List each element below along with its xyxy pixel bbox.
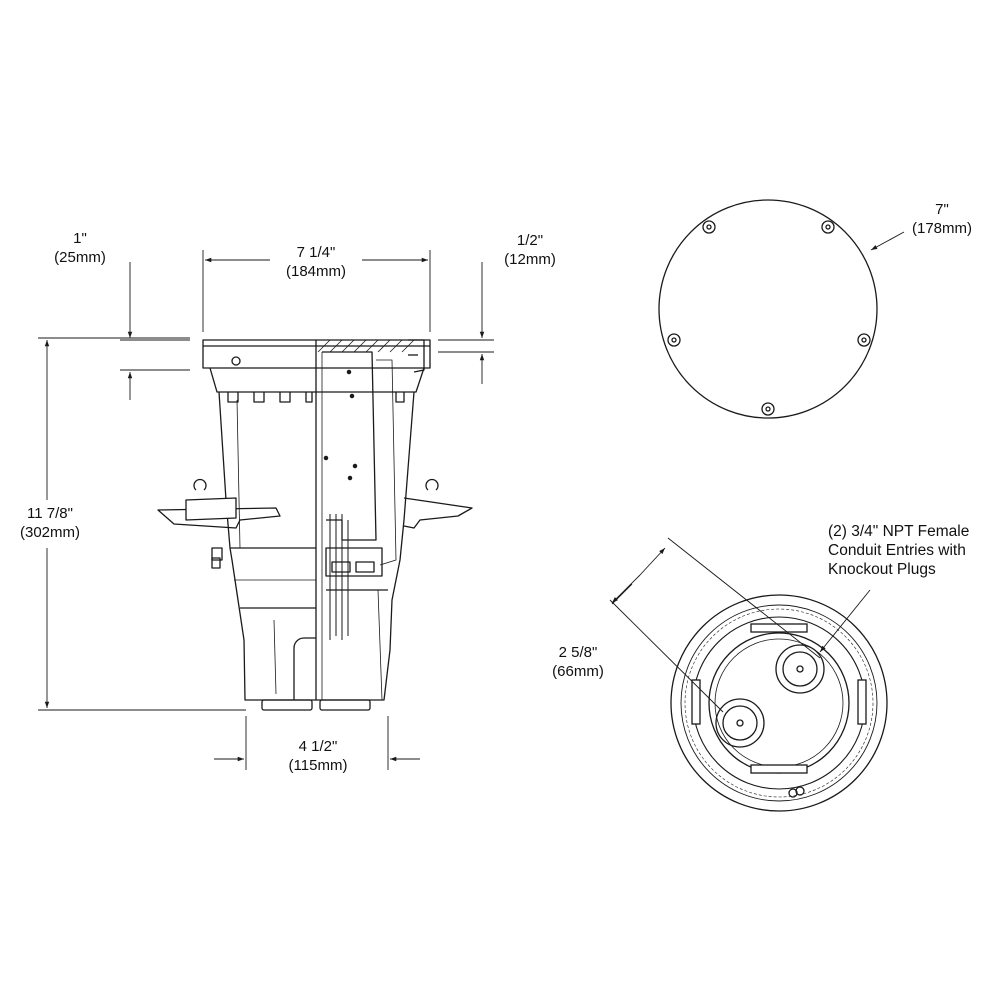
lid-section-hatch — [317, 339, 415, 353]
dim-lid-diameter-label: 7" (178mm) — [911, 201, 972, 237]
wires — [329, 514, 349, 640]
screw-icon — [857, 333, 871, 347]
dim-base-width-label: 4 1/2" (115mm) — [288, 738, 348, 774]
screw-icon — [761, 402, 775, 416]
bottom-view — [609, 537, 888, 812]
dim-conduit-spacing-label: 2 5/8" (66mm) — [552, 644, 604, 680]
bottom-boss-right — [319, 699, 371, 711]
inner-ring — [708, 632, 850, 774]
conduit-callout: (2) 3/4" NPT Female Conduit Entries with… — [828, 522, 996, 579]
lid-teeth — [227, 392, 405, 403]
dim-height-label: 11 7/8" (302mm) — [19, 505, 80, 541]
conduit-entry-lower — [715, 698, 765, 748]
side-section-view — [157, 339, 473, 711]
lid-circle — [658, 199, 878, 419]
dim-top-width-label: 7 1/4" (184mm) — [285, 244, 346, 280]
top-view-lid — [658, 199, 905, 419]
callout-line: (2) 3/4" NPT Female — [828, 523, 970, 540]
screw-icon — [667, 333, 681, 347]
screw-icon — [821, 220, 835, 234]
left-mounting-flange — [157, 507, 281, 529]
body-outline — [218, 391, 316, 701]
bottom-boss-left — [261, 699, 313, 711]
dim-lid-offset-label: 1/2" (12mm) — [504, 232, 556, 268]
conduit-entry-upper — [775, 644, 825, 694]
side-dimensions — [38, 250, 494, 770]
dim-top-flange-label: 1" (25mm) — [54, 230, 106, 266]
right-mounting-flange — [403, 497, 473, 529]
outer-ring — [670, 594, 888, 812]
lid-screw-icon — [231, 356, 241, 366]
screw-icon — [702, 220, 716, 234]
lid-screws — [667, 220, 871, 416]
callout-line: Conduit Entries with — [828, 542, 966, 559]
callout-line: Knockout Plugs — [828, 561, 936, 578]
